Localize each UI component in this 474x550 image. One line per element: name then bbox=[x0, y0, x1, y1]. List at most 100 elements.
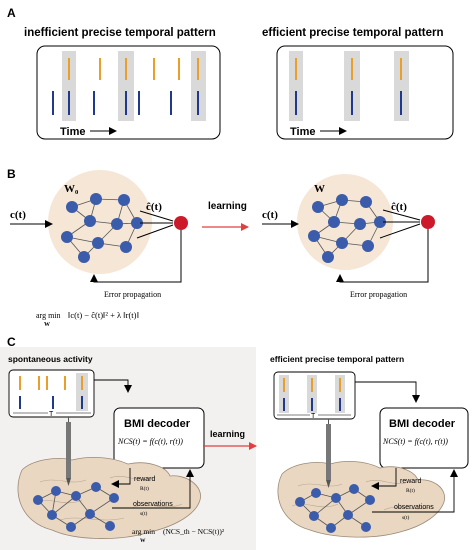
readout-line bbox=[379, 223, 421, 239]
error-label: Error propagation bbox=[104, 290, 161, 299]
orange-spikes bbox=[283, 378, 341, 392]
orange-spikes-left bbox=[68, 58, 199, 80]
node bbox=[84, 215, 96, 227]
panel-letter-a: A bbox=[7, 6, 16, 20]
observations-arrow bbox=[372, 469, 458, 513]
formula-subscript-c: W bbox=[140, 538, 146, 544]
formula-subscript: W bbox=[44, 322, 50, 328]
error-feedback-arrow bbox=[336, 229, 429, 283]
node bbox=[61, 231, 73, 243]
error-label: Error propagation bbox=[350, 290, 407, 299]
electrode-tip bbox=[326, 480, 331, 488]
brain-network-nodes bbox=[33, 482, 119, 532]
node bbox=[120, 241, 132, 253]
bmi-decoder-box bbox=[379, 407, 469, 469]
reward-label: reward bbox=[134, 476, 156, 483]
time-window bbox=[62, 51, 76, 121]
error-feedback-arrow bbox=[90, 230, 182, 283]
output-label: ĉ(t) bbox=[146, 201, 162, 213]
output-unit bbox=[421, 215, 435, 229]
input-label: c(t) bbox=[10, 209, 26, 221]
raster-box-spontaneous bbox=[8, 369, 95, 418]
panel-letter-b: B bbox=[7, 167, 16, 181]
readout-line bbox=[382, 209, 421, 221]
formula-argmin: arg min bbox=[36, 311, 61, 320]
blue-spikes bbox=[283, 398, 341, 411]
input-label: c(t) bbox=[262, 209, 278, 221]
blue-spikes bbox=[19, 396, 83, 409]
learning-label-c: learning bbox=[210, 429, 245, 439]
blue-spikes-right bbox=[295, 91, 402, 115]
reward-arrow bbox=[111, 468, 131, 488]
node bbox=[374, 216, 386, 228]
formula-body: ‖c(t) − ĉ(t)‖² + λ ‖r(t)‖ bbox=[68, 310, 139, 320]
time-window bbox=[191, 51, 206, 121]
node bbox=[322, 251, 334, 263]
ncs-equation: NCS(t) = f(c(t), r(t)) bbox=[117, 437, 183, 446]
spontaneous-title: spontaneous activity bbox=[8, 354, 93, 364]
node bbox=[118, 194, 130, 206]
panel-a-right-title: efficient precise temporal pattern bbox=[262, 27, 444, 39]
time-window bbox=[394, 51, 409, 121]
output-label: ĉ(t) bbox=[391, 201, 407, 213]
panel-a: A inefficient precise temporal pattern e… bbox=[7, 6, 454, 140]
brain-sulci bbox=[291, 480, 433, 511]
time-window bbox=[279, 375, 289, 413]
weights-label: W bbox=[314, 183, 325, 195]
formula-argmin-c: arg min bbox=[132, 527, 155, 536]
panel-a-left-title: inefficient precise temporal pattern bbox=[24, 27, 216, 39]
bmi-decoder-label: BMI decoder bbox=[124, 418, 191, 430]
reward-sub: R(t) bbox=[140, 485, 149, 492]
node bbox=[78, 251, 90, 263]
output-unit bbox=[174, 216, 188, 230]
node bbox=[328, 216, 340, 228]
readout-line bbox=[139, 210, 174, 222]
orange-spikes bbox=[19, 376, 83, 390]
raster-to-decoder-arrow bbox=[94, 379, 132, 393]
node bbox=[362, 240, 374, 252]
node bbox=[90, 193, 102, 205]
reward-arrow bbox=[371, 468, 397, 490]
panel-c: C spontaneous activity efficient precise… bbox=[0, 335, 469, 550]
efficient-title: efficient precise temporal pattern bbox=[270, 354, 404, 364]
time-label: Time bbox=[290, 126, 315, 138]
panel-letter-c: C bbox=[7, 335, 16, 349]
time-window bbox=[118, 51, 134, 121]
time-label: Time bbox=[60, 126, 85, 138]
observations-arrow bbox=[112, 469, 194, 509]
orange-spikes-right bbox=[295, 58, 402, 80]
blue-spikes-left bbox=[52, 91, 199, 115]
reward-sub: R(t) bbox=[406, 487, 415, 494]
observations-label: observations bbox=[133, 501, 173, 508]
node bbox=[66, 201, 78, 213]
learning-label: learning bbox=[208, 201, 247, 212]
time-window bbox=[76, 373, 88, 411]
t-label: T bbox=[311, 413, 316, 420]
node bbox=[308, 230, 320, 242]
time-window bbox=[289, 51, 303, 121]
brain-network-nodes bbox=[295, 484, 375, 533]
electrode-tip bbox=[66, 478, 71, 486]
network-nodes bbox=[308, 194, 386, 263]
bmi-decoder-label: BMI decoder bbox=[389, 418, 456, 430]
node bbox=[336, 237, 348, 249]
node bbox=[312, 201, 324, 213]
observations-label: observations bbox=[394, 504, 434, 511]
node bbox=[360, 196, 372, 208]
raster-to-decoder-arrow bbox=[355, 381, 420, 403]
time-window bbox=[344, 51, 360, 121]
reward-label: reward bbox=[400, 478, 422, 485]
node bbox=[92, 237, 104, 249]
network-nodes bbox=[61, 193, 143, 263]
panel-b: B c(t) W₀ ĉ(t) Error propagation bbox=[7, 167, 435, 328]
node bbox=[111, 218, 123, 230]
electrode bbox=[326, 424, 331, 480]
electrode bbox=[66, 422, 71, 478]
node bbox=[354, 218, 366, 230]
node bbox=[131, 217, 143, 229]
t-label: T bbox=[49, 411, 54, 418]
formula-body-c: (NCS_th − NCS(t))² bbox=[163, 527, 225, 536]
node bbox=[336, 194, 348, 206]
observations-sub: s(t) bbox=[140, 510, 148, 517]
